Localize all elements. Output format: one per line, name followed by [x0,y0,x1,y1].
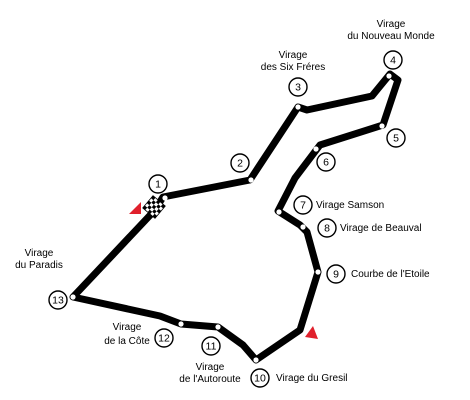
corner-2-marker [248,177,254,183]
corner-10-badge: 10 [250,368,270,388]
corner-12-name: Virage de la Côte [104,322,150,347]
corner-badge-circle [317,218,337,238]
corner-13-badge: 13 [48,290,68,310]
corner-badge-circle [250,368,270,388]
corner-number: 9 [333,269,339,281]
corner-7-badge: 7 [293,195,313,215]
corner-number: 12 [158,333,170,345]
corner-number: 2 [237,158,243,170]
corner-badge-circle [293,195,313,215]
checkered-flag-icon [142,195,166,219]
corner-badge-circle [154,328,174,348]
corner-badge-circle [230,153,250,173]
corner-12-badge: 12 [154,328,174,348]
corner-badge-circle [383,50,403,70]
corner-name-line: Virage [196,362,225,373]
corner-number: 11 [206,341,217,353]
corner-6-marker [313,146,319,152]
corner-8-name: Virage de Beauval [340,223,422,234]
corner-8-marker [300,224,306,230]
corner-number: 6 [323,157,329,169]
corner-11-badge: 11 [201,336,221,356]
corner-name-line: Virage [25,248,54,259]
corner-number: 7 [300,200,306,212]
corner-1-marker [162,195,168,201]
corner-number: 1 [155,179,161,191]
corner-7-name: Virage Samson [316,200,384,211]
corner-11-marker [215,324,221,330]
corner-10-name: Virage du Gresil [276,373,348,384]
corner-8-badge: 8 [317,218,337,238]
corner-number: 5 [393,133,399,145]
corner-name-line: de l'Autoroute [179,374,241,385]
corner-3-badge: 3 [288,77,308,97]
corner-name-line: Virage [113,322,142,333]
corner-2-badge: 2 [230,153,250,173]
corner-number: 13 [52,295,64,307]
corner-number: 10 [254,373,266,385]
corner-name-line: Virage du Gresil [276,373,348,384]
corner-5-marker [379,123,385,129]
track-outline [69,70,402,364]
corner-name-line: Virage [377,19,406,30]
corner-name-line: du Paradis [15,260,63,271]
corner-1-badge: 1 [148,174,168,194]
corner-name-line: Virage [279,50,308,61]
corner-badge-circle [316,152,336,172]
corner-markers [70,73,392,363]
corner-4-badge: 4 [383,50,403,70]
direction-arrow-icon [129,202,141,214]
corner-badge-circle [48,290,68,310]
corner-12-marker [178,321,184,327]
corner-name-line: Courbe de l'Etoile [351,269,430,280]
corner-5-badge: 5 [386,128,406,148]
corner-number: 3 [295,82,301,94]
corner-7-marker [276,209,282,215]
corner-badge-circle [288,77,308,97]
corner-9-badge: 9 [326,264,346,284]
corner-6-badge: 6 [316,152,336,172]
corner-name-line: du Nouveau Monde [347,31,435,42]
corner-badge-circle [201,336,221,356]
corner-9-marker [315,269,321,275]
corner-name-line: Virage de Beauval [340,223,422,234]
corner-number: 4 [390,55,396,67]
corner-4-marker [386,73,392,79]
corner-10-marker [253,357,259,363]
corner-13-marker [70,294,76,300]
corner-name-line: des Six Fréres [261,62,325,73]
corner-name-line: Virage Samson [316,200,384,211]
direction-arrow-icon [305,326,318,339]
corner-badge-circle [386,128,406,148]
corner-badge-circle [326,264,346,284]
corner-name-line: de la Côte [104,336,150,347]
corner-badge-circle [148,174,168,194]
corner-number: 8 [324,223,330,235]
corner-9-name: Courbe de l'Etoile [351,269,430,280]
corner-3-marker [295,104,301,110]
